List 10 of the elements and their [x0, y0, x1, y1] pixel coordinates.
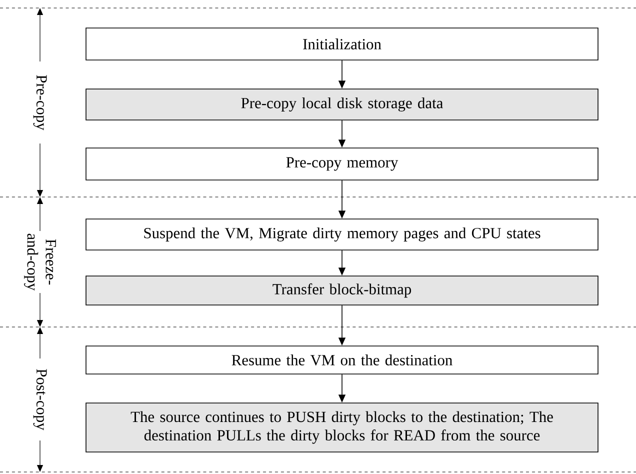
- process-box: Transfer block-bitmap: [86, 276, 598, 306]
- process-box: Pre-copy memory: [86, 148, 598, 180]
- process-box: Resume the VM on the destination: [86, 346, 598, 374]
- phase-label: Freeze-and-copy: [23, 231, 57, 293]
- process-box: The source continues to PUSH dirty blocks to the destination; The destination PULLs the dirty blocks for READ from the source: [86, 402, 598, 452]
- process-box: Initialization: [86, 28, 598, 60]
- process-box: Suspend the VM, Migrate dirty memory pages and CPU states: [86, 218, 598, 250]
- phase-label: Pre-copy: [32, 62, 48, 144]
- phase-label: Post-copy: [32, 358, 48, 440]
- process-box: Pre-copy local disk storage data: [86, 88, 598, 120]
